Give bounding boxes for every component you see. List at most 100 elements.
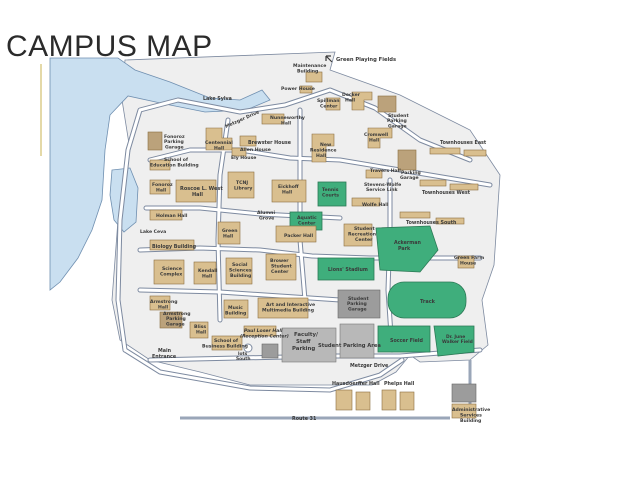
fonoroz-hall-building[interactable] (149, 179, 171, 195)
lots-south-lot[interactable] (261, 343, 279, 359)
label-phelps-hall[interactable]: Phelps Hall (384, 381, 415, 387)
track-field[interactable] (387, 281, 467, 319)
hausdoerffer-hall-a[interactable] (335, 389, 353, 411)
label-lake-ceva[interactable]: Lake Ceva (140, 229, 166, 235)
holman-hall-building[interactable] (149, 209, 183, 221)
lions-stadium-field[interactable] (317, 257, 375, 281)
label-townhouses-south[interactable]: Townhouses South (406, 220, 457, 226)
kendall-hall-building[interactable] (193, 261, 217, 285)
eickhoff-hall-building[interactable] (271, 179, 307, 203)
label-holman-hall[interactable]: Holman Hall (156, 213, 188, 219)
admin-services-lot[interactable] (451, 383, 477, 403)
label-townhouses-west[interactable]: Townhouses West (422, 190, 471, 196)
student-recreation-center-building[interactable] (343, 223, 373, 247)
music-building[interactable] (223, 299, 249, 319)
green-farm-house-building[interactable] (457, 255, 475, 269)
allen-house-building[interactable] (231, 147, 247, 157)
label-allen-house[interactable]: Allen House (240, 147, 271, 153)
school-of-education-building[interactable] (149, 159, 171, 171)
roscoe-west-hall-building[interactable] (175, 179, 217, 203)
social-sciences-building[interactable] (225, 257, 253, 285)
new-residence-hall-building[interactable] (311, 133, 335, 163)
nuneworthy-hall-building[interactable] (261, 113, 285, 125)
science-complex-building[interactable] (153, 259, 185, 285)
student-parking-garage-south-lot[interactable] (337, 289, 381, 319)
student-parking-area-lot[interactable] (339, 323, 375, 359)
armstrong-hall-building[interactable] (149, 295, 171, 311)
centennial-hall-building[interactable] (205, 127, 233, 151)
art-interactive-multimedia-building[interactable] (257, 297, 309, 319)
brewster-house-building[interactable] (239, 135, 257, 147)
biology-building[interactable] (149, 239, 195, 251)
phelps-hall-b[interactable] (399, 391, 415, 411)
label-power-house[interactable]: Power House (281, 86, 315, 92)
administrative-services-building[interactable] (451, 403, 477, 419)
wolfe-hall-building[interactable] (351, 197, 381, 207)
athletic-fields[interactable] (289, 181, 475, 357)
label-soccer-field[interactable]: Soccer Field (390, 338, 424, 344)
label-brewster-house[interactable]: Brewster House (248, 140, 292, 146)
soccer-field[interactable] (377, 325, 431, 353)
armstrong-parking-garage[interactable] (159, 311, 183, 329)
label-green-playing-fields[interactable]: Green Playing Fields (336, 57, 396, 63)
spillman-center-building[interactable] (325, 97, 341, 111)
cromwell-hall-building[interactable] (367, 127, 393, 149)
buildings[interactable] (147, 71, 487, 419)
bliss-hall-building[interactable] (189, 321, 209, 339)
label-packer-hall[interactable]: Packer Hall (284, 233, 313, 239)
paul-loser-hall-building[interactable] (243, 325, 277, 337)
green-hall-building[interactable] (217, 221, 241, 245)
label-travers-hall[interactable]: Travers Hall (370, 168, 401, 174)
student-parking-garage-ne[interactable] (377, 95, 397, 113)
decker-hall-building[interactable] (351, 91, 373, 111)
parking-areas[interactable] (261, 289, 477, 403)
label-hausdoerffer-hall[interactable]: Hausdoerffer Hall (332, 381, 380, 387)
tennis-courts-field[interactable] (317, 181, 347, 207)
townhouses-east-b[interactable] (463, 149, 487, 157)
townhouses-south-a[interactable] (399, 211, 431, 219)
townhouses-south-b[interactable] (435, 217, 465, 225)
label-lake-sylva[interactable]: Lake Sylva (203, 96, 232, 102)
travers-hall-building[interactable] (365, 169, 383, 179)
tcnj-library-building[interactable] (227, 171, 255, 199)
packer-hall-building[interactable] (275, 225, 317, 243)
ackerman-park-field[interactable] (375, 225, 439, 273)
label-lions-stadium[interactable]: Lions' Stadium (328, 267, 368, 273)
power-house-building[interactable] (299, 85, 313, 94)
label-student-parking-area[interactable]: Student Parking Area (318, 343, 381, 349)
